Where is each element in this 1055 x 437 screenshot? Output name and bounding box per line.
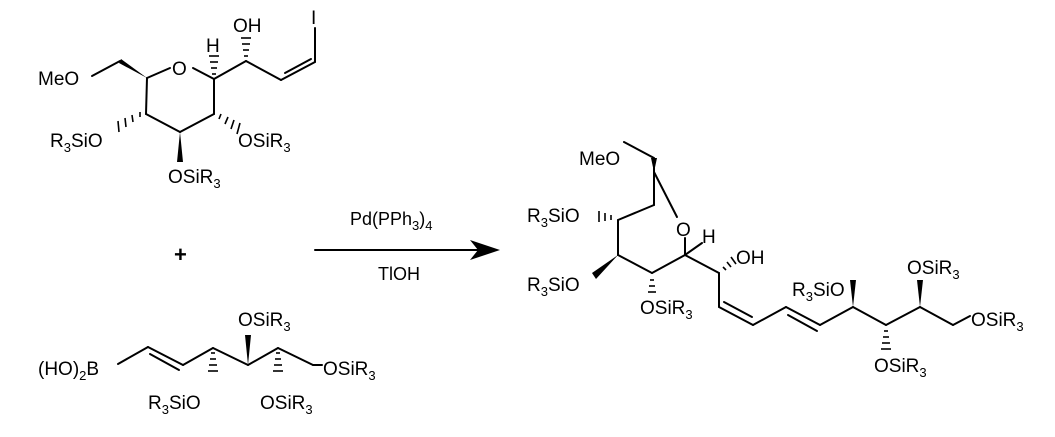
label-sub: 3 [685, 307, 692, 322]
label-meo: MeO [38, 69, 79, 90]
label-sub: 3 [64, 140, 71, 155]
label-sub: 3 [1016, 319, 1023, 334]
reactant-boronic-acid: (HO)2B OSiR3 OSiR3 R3SiO OSiR3 [38, 310, 376, 417]
label-r3sio-c4: R3SiO [50, 131, 103, 155]
label-product-ring-oxygen: O [676, 220, 691, 241]
label-ho: (HO) [38, 359, 79, 380]
plus-sign: + [174, 242, 187, 267]
catalyst-text: Pd(PPh [350, 209, 412, 229]
label-sub: 3 [541, 284, 548, 299]
label-product-osir3-c2: OSiR3 [640, 298, 693, 322]
label-osir: OSiR [971, 310, 1016, 331]
label-sio: SiO [548, 275, 580, 296]
label-sub: 3 [213, 176, 220, 191]
product: MeO O H OH R3SiO R3SiO OSiR3 R3SiO OSiR3… [527, 141, 1024, 380]
label-osir: OSiR [168, 167, 213, 188]
label-sub: 3 [952, 267, 959, 282]
label-product-osir3-bottom: OSiR3 [874, 356, 927, 380]
label-osir: OSiR [260, 393, 305, 414]
label-r: R [792, 280, 806, 301]
label-iodine: I [311, 8, 316, 29]
label-osir: OSiR [907, 258, 952, 279]
label-sub: 3 [305, 402, 312, 417]
label-product-osir3-top: OSiR3 [907, 258, 960, 282]
label-h: H [206, 36, 220, 57]
label-sio: SiO [169, 393, 201, 414]
label-osir3-c2: OSiR3 [238, 131, 291, 155]
catalyst-sub: 3 [412, 218, 419, 233]
label-sub: 3 [283, 319, 290, 334]
label-sub: 3 [368, 368, 375, 383]
label-catalyst: Pd(PPh3)4 [350, 209, 433, 233]
label-sub: 3 [162, 402, 169, 417]
catalyst-close: ) [419, 209, 425, 229]
label-sio: SiO [71, 131, 103, 152]
label-product-osir3-end: OSiR3 [971, 310, 1024, 334]
label-r: R [527, 206, 541, 227]
label-product-r3sio-c3: R3SiO [527, 275, 580, 299]
label-osir: OSiR [323, 359, 368, 380]
label-sio: SiO [813, 280, 845, 301]
label-b: B [86, 359, 99, 380]
label-osir: OSiR [874, 356, 919, 377]
label-ring-oxygen: O [172, 59, 187, 80]
label-sub: 3 [919, 365, 926, 380]
label-ho2b: (HO)2B [38, 359, 99, 383]
reactant-vinyl-iodide: MeO O H OH I R3SiO OSiR3 OSiR3 [38, 8, 316, 191]
label-sio: SiO [548, 206, 580, 227]
label-sub: 3 [541, 215, 548, 230]
label-product-h: H [702, 227, 716, 248]
label-product-oh: OH [736, 248, 765, 269]
label-osir3-c3: OSiR3 [168, 167, 221, 191]
label-osir3-top: OSiR3 [238, 310, 291, 334]
label-osir: OSiR [640, 298, 685, 319]
label-r: R [527, 275, 541, 296]
label-oh: OH [233, 16, 262, 37]
label-osir: OSiR [238, 131, 283, 152]
label-r: R [148, 393, 162, 414]
catalyst-sub-4: 4 [425, 218, 432, 233]
reaction-arrow: Pd(PPh3)4 TlOH [314, 209, 500, 284]
label-r: R [50, 131, 64, 152]
label-product-meo: MeO [579, 149, 620, 170]
label-product-r3sio-chain: R3SiO [792, 280, 845, 304]
label-osir3-end: OSiR3 [323, 359, 376, 383]
label-sub: 3 [283, 140, 290, 155]
label-r3sio-bottom: R3SiO [148, 393, 201, 417]
label-osir: OSiR [238, 310, 283, 331]
label-sub: 3 [806, 289, 813, 304]
label-product-r3sio-c4: R3SiO [527, 206, 580, 230]
label-osir3-bottom: OSiR3 [260, 393, 313, 417]
label-base: TlOH [378, 264, 420, 284]
label-sub: 2 [79, 368, 86, 383]
